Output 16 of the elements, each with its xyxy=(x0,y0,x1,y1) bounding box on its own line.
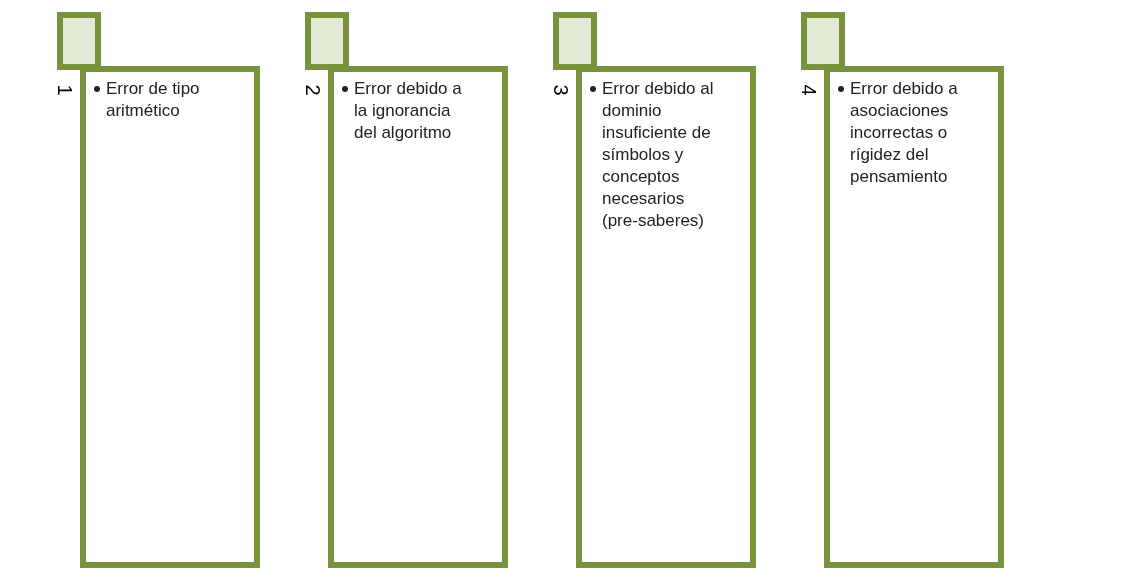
text-panel xyxy=(824,66,1004,568)
step-number: 1 xyxy=(54,84,75,96)
tab-square xyxy=(553,12,597,70)
tab-square xyxy=(801,12,845,70)
item-text: Error debido a asociaciones incorrectas o rígidez del pensamiento xyxy=(850,78,959,188)
step-number: 4 xyxy=(798,84,819,96)
step-number: 3 xyxy=(550,84,571,96)
item-text: Error debido a la ignorancia del algoritmo xyxy=(354,78,463,144)
step-number: 2 xyxy=(302,84,323,96)
tab-square xyxy=(305,12,349,70)
item-text: Error debido al dominio insuficiente de símbolos y conceptos necesarios (pre-saberes) xyxy=(602,78,715,232)
item-text: Error de tipo aritmético xyxy=(106,78,201,122)
text-panel xyxy=(328,66,508,568)
text-panel xyxy=(576,66,756,568)
tab-square xyxy=(57,12,101,70)
text-panel xyxy=(80,66,260,568)
